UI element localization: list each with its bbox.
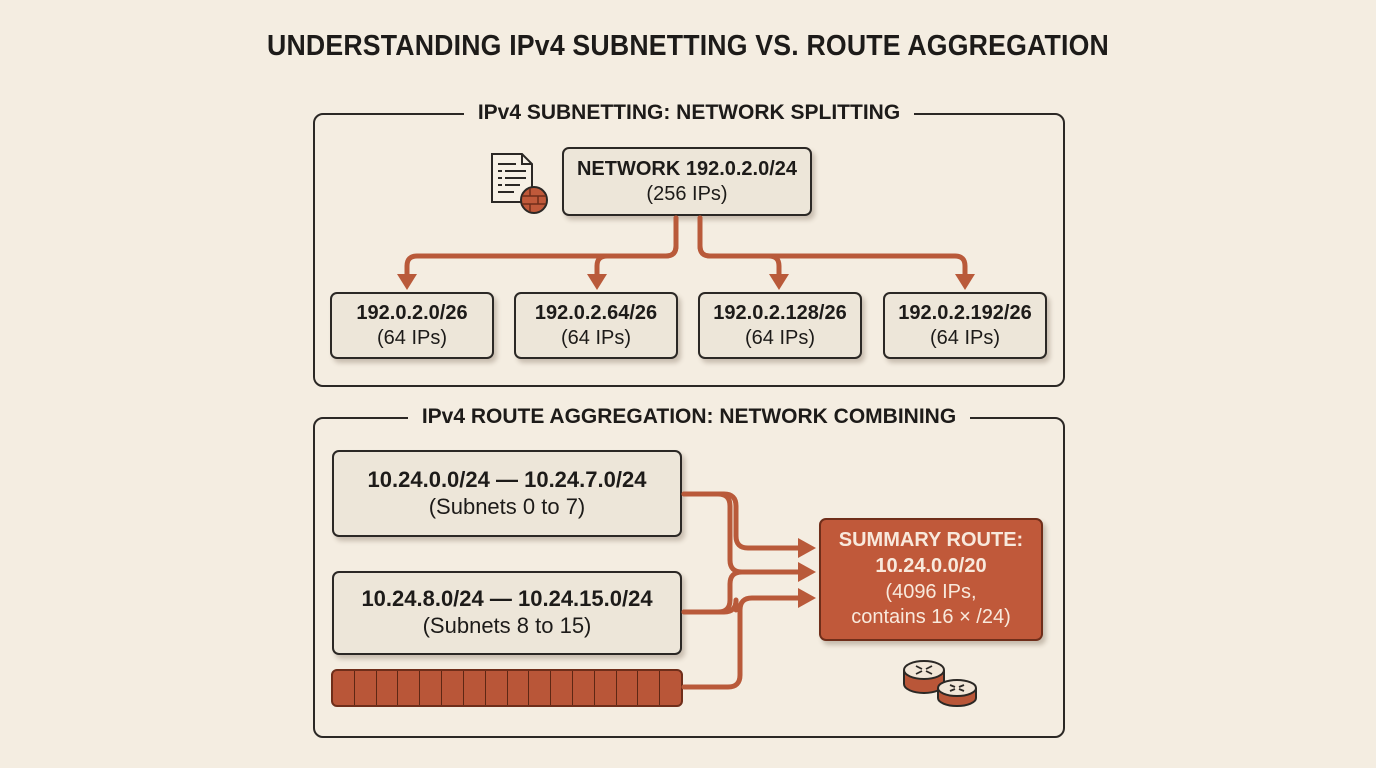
summary-route-prefix: 10.24.0.0/20 bbox=[875, 554, 987, 577]
split-arrow bbox=[697, 215, 968, 279]
subnet-label: 192.0.2.128/26 bbox=[713, 302, 847, 325]
split-arrow bbox=[594, 215, 679, 279]
range-box: 10.24.8.0/24 — 10.24.15.0/24 (Subnets 8 … bbox=[332, 571, 682, 655]
subnet-label: 192.0.2.0/26 bbox=[356, 302, 468, 325]
combine-arrow bbox=[681, 595, 803, 690]
subnetting-heading: IPv4 SUBNETTING: NETWORK SPLITTING bbox=[463, 100, 915, 126]
range-note: (Subnets 8 to 15) bbox=[422, 613, 592, 638]
address-block-cell bbox=[486, 671, 508, 705]
arrow-head bbox=[798, 538, 816, 558]
arrow-head bbox=[798, 562, 816, 582]
subnet-size: (64 IPs) bbox=[376, 326, 448, 349]
subnet-box: 192.0.2.192/26 (64 IPs) bbox=[883, 292, 1047, 359]
address-block-cell bbox=[333, 671, 355, 705]
split-arrow bbox=[697, 215, 782, 279]
summary-route-heading: SUMMARY ROUTE: bbox=[838, 529, 1024, 552]
combine-arrow bbox=[681, 491, 803, 551]
split-arrow bbox=[404, 215, 679, 279]
arrow-head bbox=[798, 588, 816, 608]
address-block-cell bbox=[464, 671, 486, 705]
aggregation-panel: IPv4 ROUTE AGGREGATION: NETWORK COMBININ… bbox=[313, 404, 1065, 738]
address-block-cell bbox=[355, 671, 377, 705]
address-block-cell bbox=[398, 671, 421, 705]
subnet-size: (64 IPs) bbox=[560, 326, 632, 349]
address-block-cell bbox=[638, 671, 661, 705]
range-box: 10.24.0.0/24 — 10.24.7.0/24 (Subnets 0 t… bbox=[332, 450, 682, 537]
page-title: UNDERSTANDING IPv4 SUBNETTING VS. ROUTE … bbox=[267, 30, 1109, 62]
address-block-bar bbox=[331, 669, 683, 707]
subnet-box: 192.0.2.128/26 (64 IPs) bbox=[698, 292, 862, 359]
parent-network-box: NETWORK 192.0.2.0/24 (256 IPs) bbox=[562, 147, 812, 216]
subnetting-panel: IPv4 SUBNETTING: NETWORK SPLITTING bbox=[313, 100, 1065, 387]
summary-route-size: (4096 IPs, bbox=[885, 580, 977, 603]
parent-network-size: (256 IPs) bbox=[646, 182, 728, 205]
address-block-cell bbox=[442, 671, 464, 705]
arrow-head bbox=[587, 274, 607, 290]
subnet-box: 192.0.2.64/26 (64 IPs) bbox=[514, 292, 678, 359]
summary-route-note: contains 16 × /24) bbox=[851, 606, 1011, 629]
subnet-size: (64 IPs) bbox=[744, 326, 816, 349]
subnet-label: 192.0.2.192/26 bbox=[898, 302, 1032, 325]
subnet-size: (64 IPs) bbox=[929, 326, 1001, 349]
range-label: 10.24.8.0/24 — 10.24.15.0/24 bbox=[361, 586, 653, 612]
address-block-cell bbox=[617, 671, 639, 705]
address-block-cell bbox=[529, 671, 552, 705]
range-label: 10.24.0.0/24 — 10.24.7.0/24 bbox=[367, 466, 647, 492]
address-block-cell bbox=[377, 671, 399, 705]
address-block-cell bbox=[551, 671, 573, 705]
parent-network-label: NETWORK 192.0.2.0/24 bbox=[576, 158, 798, 181]
arrow-head bbox=[769, 274, 789, 290]
router-icon bbox=[903, 660, 977, 707]
arrow-head bbox=[955, 274, 975, 290]
address-block-cell bbox=[573, 671, 595, 705]
combine-arrow bbox=[681, 491, 803, 575]
address-block-cell bbox=[508, 671, 530, 705]
combine-arrow bbox=[681, 597, 739, 615]
subnet-box: 192.0.2.0/26 (64 IPs) bbox=[330, 292, 494, 359]
summary-route-box: SUMMARY ROUTE: 10.24.0.0/20 (4096 IPs, c… bbox=[819, 518, 1043, 641]
range-note: (Subnets 0 to 7) bbox=[428, 493, 586, 519]
aggregation-heading: IPv4 ROUTE AGGREGATION: NETWORK COMBININ… bbox=[407, 404, 971, 430]
address-block-cell bbox=[595, 671, 617, 705]
subnet-label: 192.0.2.64/26 bbox=[534, 302, 658, 325]
document-network-icon bbox=[491, 153, 548, 214]
address-block-cell bbox=[420, 671, 443, 705]
arrow-head bbox=[397, 274, 417, 290]
